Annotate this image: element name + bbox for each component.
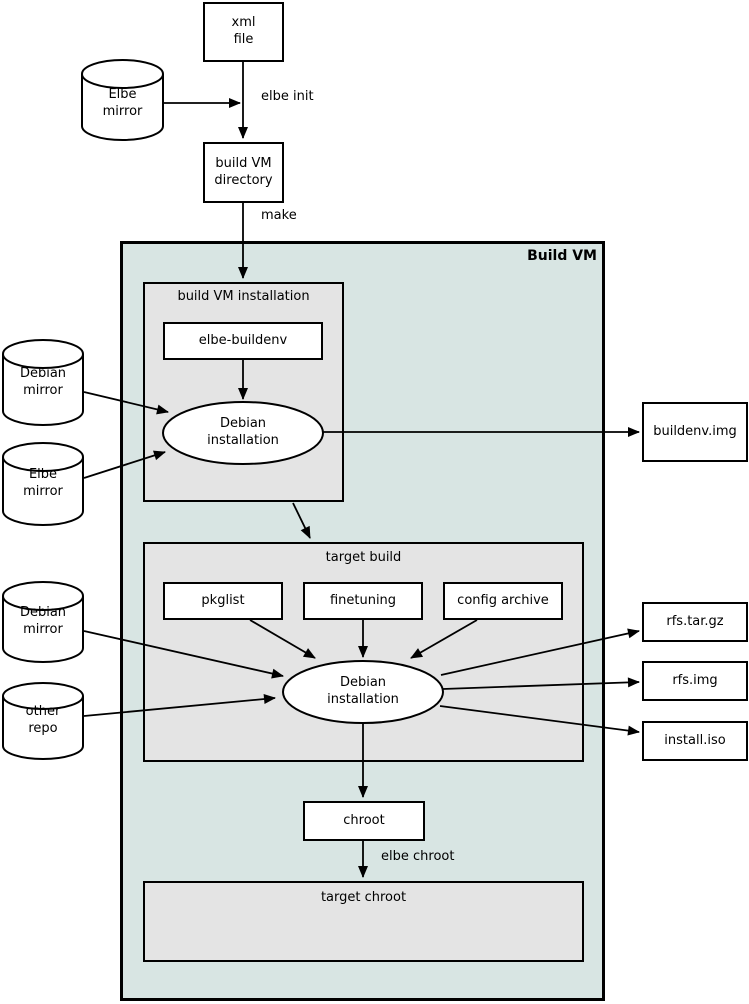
node-xml-file: xml file (203, 2, 284, 62)
node-finetuning: finetuning (303, 582, 423, 620)
edge-label-elbe-chroot: elbe chroot (381, 849, 455, 864)
cylinder-debian-mirror-vm (2, 339, 84, 426)
target-build-title: target build (325, 550, 402, 565)
edge-vminstall-to-targetbuild (292, 502, 311, 539)
edge-debianmirror2-to-install2 (83, 630, 284, 679)
build-vm-installation-title: build VM installation (177, 289, 310, 304)
cylinder-elbe-mirror-vm (2, 442, 84, 526)
cylinder-debian-mirror-vm-rim (2, 353, 84, 369)
node-pkglist: pkglist (163, 582, 283, 620)
edge-install2-to-installiso (439, 705, 640, 736)
edge-otherrepo-to-install2 (83, 694, 276, 717)
node-rfs-img: rfs.img (642, 661, 748, 701)
node-buildenv-img: buildenv.img (642, 402, 748, 462)
node-chroot: chroot (303, 801, 425, 841)
cylinder-other-repo (2, 682, 84, 760)
edge-install2-to-rfstargz (440, 628, 640, 676)
node-install-iso: install.iso (642, 721, 748, 761)
cylinder-elbe-mirror-top (81, 59, 164, 141)
node-config-archive: config archive (443, 582, 563, 620)
edge-elbemirror-to-install1 (83, 450, 166, 479)
edge-label-make: make (261, 208, 297, 223)
edge-debianmirror-to-install1 (83, 391, 169, 415)
cylinder-other-repo-rim (2, 695, 84, 710)
ellipse-debian-installation-target (282, 660, 444, 724)
edge-configarchive-to-install2 (410, 619, 478, 659)
cylinder-debian-mirror-target-rim (2, 595, 84, 611)
node-elbe-buildenv: elbe-buildenv (163, 322, 323, 360)
cylinder-elbe-mirror-vm-rim (2, 456, 84, 472)
cylinder-debian-mirror-target (2, 581, 84, 663)
build-vm-title: Build VM (527, 248, 597, 264)
node-rfs-tar-gz: rfs.tar.gz (642, 602, 748, 642)
target-chroot-title: target chroot (320, 890, 407, 905)
edge-label-elbe-init: elbe init (261, 89, 314, 104)
cylinder-elbe-mirror-top-rim (81, 73, 164, 89)
ellipse-debian-installation-vm (162, 401, 324, 465)
edge-pkglist-to-install2 (249, 619, 316, 659)
target-chroot-box (143, 881, 584, 962)
node-build-vm-directory: build VM directory (203, 142, 284, 203)
edge-install2-to-rfsimg (442, 677, 640, 690)
